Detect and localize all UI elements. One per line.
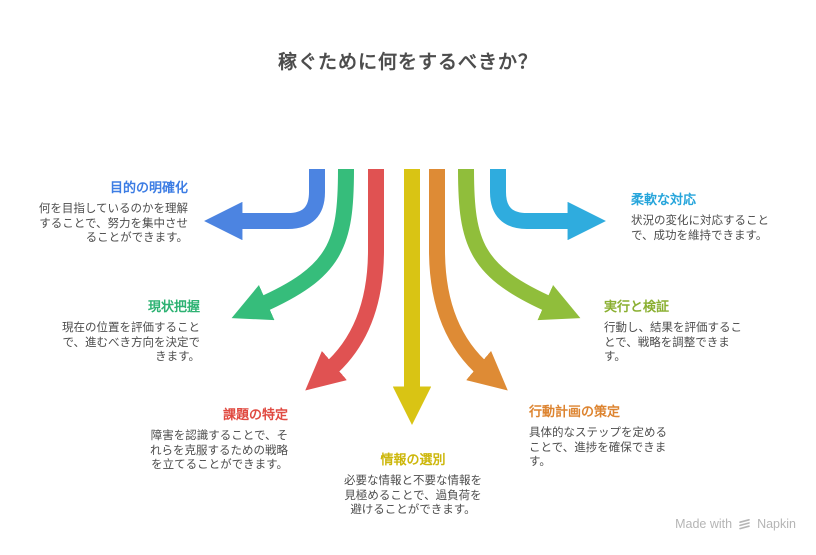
item-issue-identification: 課題の特定 障害を認識することで、そ れらを克服するための戦略 を立てることがで…: [140, 404, 288, 473]
item-information-selection: 情報の選別 必要な情報と不要な情報を 見極めることで、過負荷を 避けることができ…: [337, 449, 489, 518]
item-current-state: 現状把握 現在の位置を評価すること で、進むべき方向を決定で きます。: [58, 296, 200, 365]
arrow-execute-verify: [458, 168, 581, 321]
arrow-purpose: [204, 169, 325, 241]
item-label: 柔軟な対応: [631, 192, 697, 207]
item-description: 状況の変化に対応すること で、成功を維持できます。: [631, 215, 769, 242]
item-description: 現在の位置を評価すること で、進むべき方向を決定で きます。: [62, 322, 200, 363]
item-label: 実行と検証: [604, 299, 670, 314]
item-flexible-response: 柔軟な対応 状況の変化に対応すること で、成功を維持できます。: [631, 189, 791, 243]
napkin-brand-text: Napkin: [757, 517, 796, 531]
napkin-logo-icon: [739, 518, 750, 529]
item-description: 障害を認識することで、そ れらを克服するための戦略 を立てることができます。: [150, 430, 288, 471]
item-description: 必要な情報と不要な情報を 見極めることで、過負荷を 避けることができます。: [344, 475, 482, 516]
arrow-current-state: [231, 168, 354, 321]
item-description: 具体的なステップを定める ことで、進捗を確保できま す。: [529, 427, 667, 468]
item-description: 行動し、結果を評価するこ とで、戦略を調整できま す。: [604, 322, 742, 363]
item-label: 目的の明確化: [109, 180, 188, 195]
item-description: 何を目指しているのかを理解 することで、努力を集中させ ることができます。: [38, 203, 188, 244]
arrow-issue-identification: [305, 169, 384, 391]
item-execute-verify: 実行と検証 行動し、結果を評価するこ とで、戦略を調整できま す。: [604, 296, 754, 365]
item-label: 現状把握: [147, 299, 200, 314]
arrow-action-plan: [429, 169, 508, 391]
item-purpose: 目的の明確化 何を目指しているのかを理解 することで、努力を集中させ ることがで…: [30, 177, 188, 246]
arrow-flexible-response: [490, 169, 606, 241]
made-with-napkin-link[interactable]: Made with Napkin: [675, 517, 796, 531]
made-with-text: Made with: [675, 517, 733, 531]
diagram-title: 稼ぐために何をするべきか？: [277, 52, 538, 73]
item-label: 行動計画の策定: [529, 404, 621, 419]
item-label: 課題の特定: [222, 407, 288, 422]
item-label: 情報の選別: [380, 452, 446, 467]
item-action-plan: 行動計画の策定 具体的なステップを定める ことで、進捗を確保できま す。: [529, 401, 689, 470]
